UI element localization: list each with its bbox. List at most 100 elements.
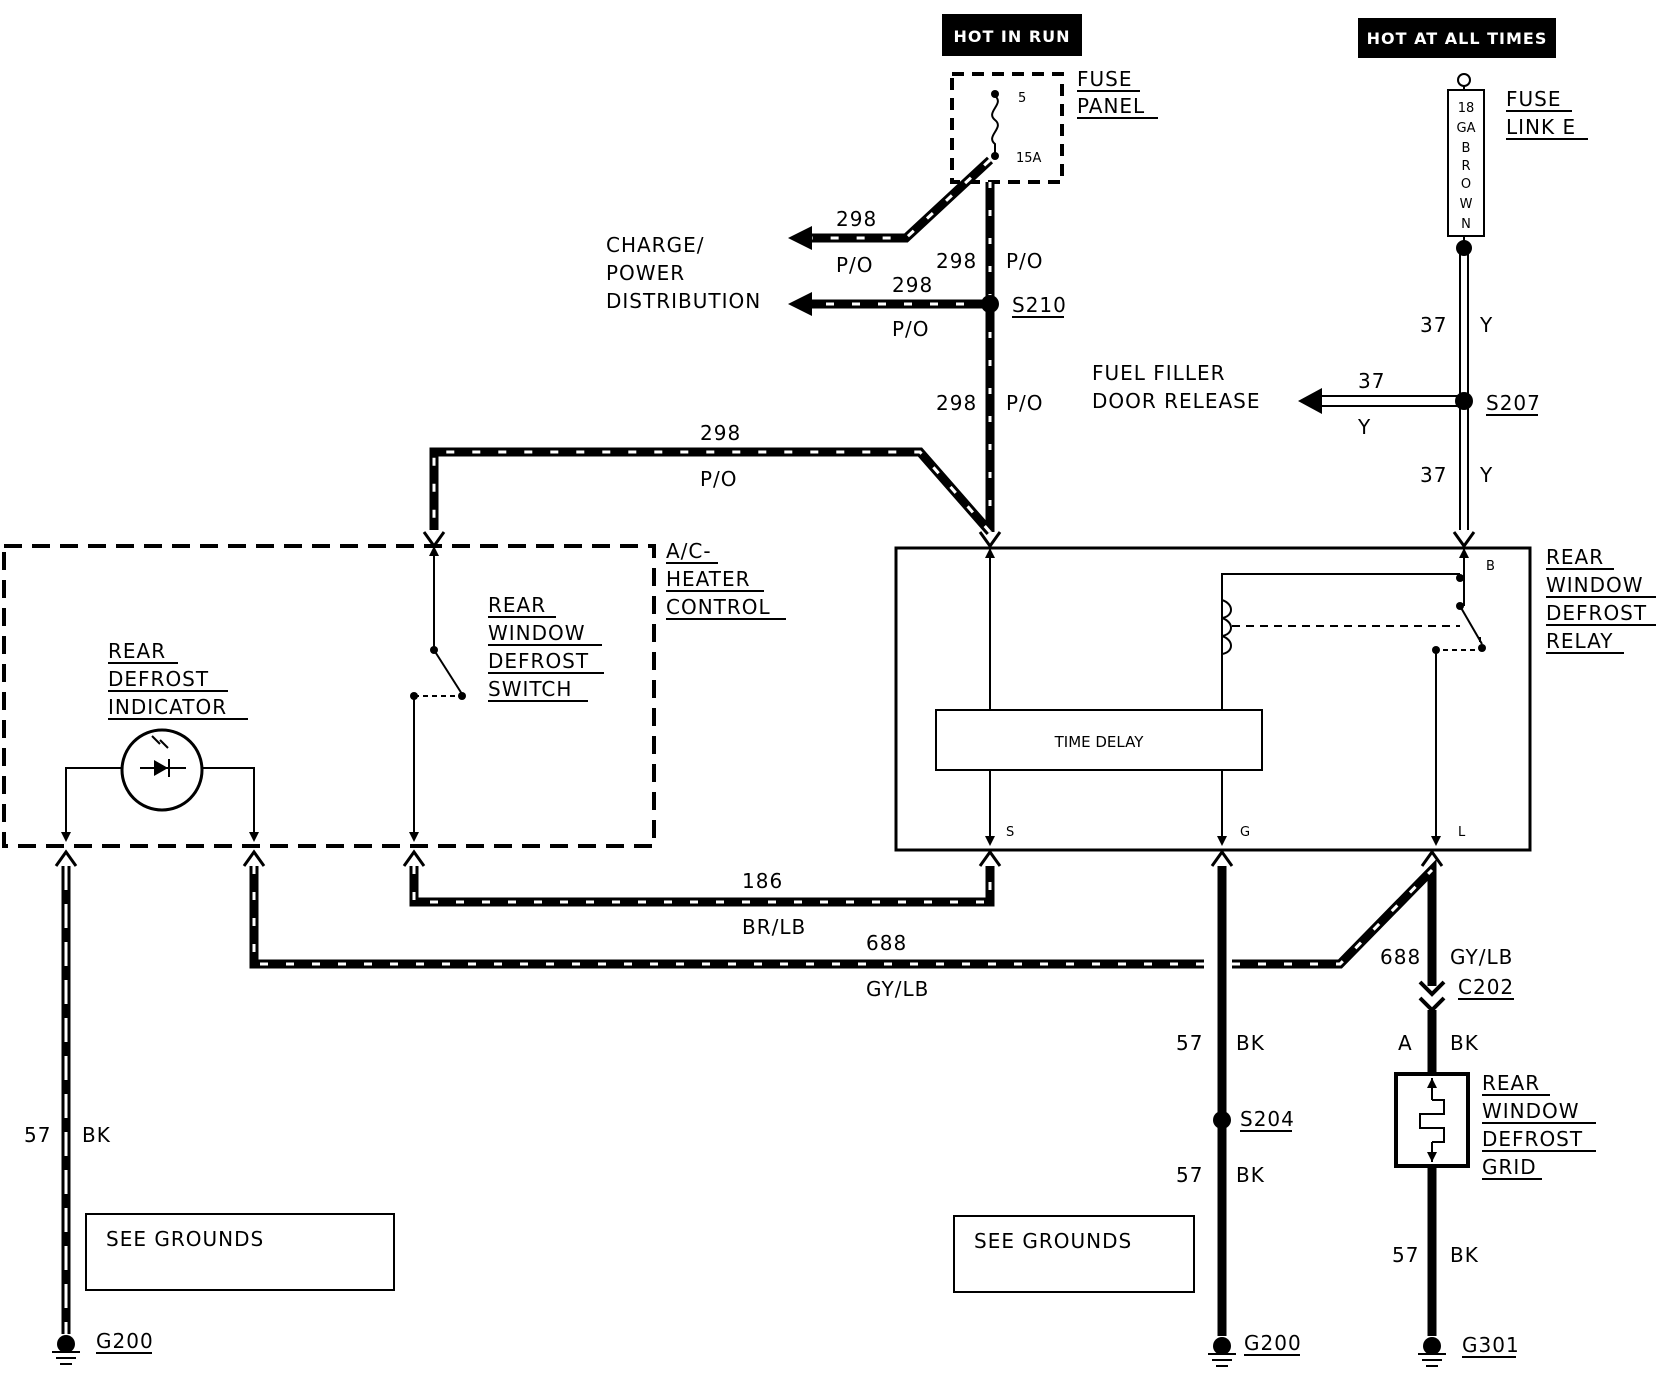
ac-heater-control [2,544,656,848]
led-icon [154,760,168,776]
relay-pin-g: G [1240,825,1250,840]
svg-text:298: 298 [936,391,977,415]
wire-688-gylb [249,858,1437,986]
fuel-filler-label-1: FUEL FILLER [1092,361,1226,385]
svg-text:N: N [1461,217,1471,232]
svg-text:P/O: P/O [892,317,930,341]
fuse-link-terminal [1456,240,1472,256]
ground-g200-left [52,1335,80,1365]
svg-text:57: 57 [24,1123,51,1147]
grid-label-2: WINDOW [1482,1099,1580,1123]
grid-label-1: REAR [1482,1071,1540,1095]
svg-text:W: W [1460,197,1473,212]
fuse-link-label-1: FUSE [1506,87,1561,111]
charge-power-label-2: POWER [606,261,685,285]
splice-s210-dot [981,295,999,313]
rear-window-defrost-grid [1394,1072,1470,1168]
svg-text:Y: Y [1479,313,1493,337]
fuse-panel-label-2: PANEL [1077,94,1145,118]
see-grounds-box-middle: SEE GROUNDS [953,1215,1195,1293]
splice-s207-label: S207 [1486,391,1541,415]
svg-text:298: 298 [700,421,741,445]
svg-text:37: 37 [1420,313,1447,337]
hot-in-run-header: HOT IN RUN [942,14,1082,56]
svg-text:298: 298 [936,249,977,273]
ac-heater-label-3: CONTROL [666,595,771,619]
svg-text:P/O: P/O [836,253,874,277]
svg-text:37: 37 [1358,369,1385,393]
svg-text:P/O: P/O [1006,391,1044,415]
grid-resistor-icon [1419,1099,1445,1143]
connector-c202-label: C202 [1458,975,1514,999]
indicator-label-1: REAR [108,639,166,663]
rear-window-defrost-switch [409,546,466,842]
fuse-symbol [991,95,999,156]
hot-at-all-times-header: HOT AT ALL TIMES [1358,18,1556,58]
grid-pin-a: A [1398,1031,1413,1055]
wire-186-brlb [409,866,995,907]
rear-window-defrost-relay [894,546,1532,852]
svg-text:BK: BK [1450,1031,1479,1055]
fuel-filler-label-2: DOOR RELEASE [1092,389,1260,413]
svg-text:186: 186 [742,869,783,893]
wire-298-po [429,156,995,535]
svg-text:688: 688 [1380,945,1421,969]
svg-text:Y: Y [1357,415,1371,439]
fuse-rating: 15A [1016,151,1042,166]
charge-power-label-1: CHARGE/ [606,233,704,257]
svg-text:BK: BK [1236,1163,1265,1187]
relay-label-2: WINDOW [1546,573,1644,597]
relay-pin-s: S [1006,825,1014,840]
svg-text:57: 57 [1176,1031,1203,1055]
ground-g200-left-label: G200 [96,1329,154,1353]
splice-s204-label: S204 [1240,1107,1295,1131]
charge-power-label-3: DISTRIBUTION [606,289,761,313]
indicator-label-2: DEFROST [108,667,209,691]
relay-coil [1221,599,1232,655]
svg-text:GY/LB: GY/LB [1450,945,1513,969]
svg-text:57: 57 [1392,1243,1419,1267]
ground-g200-middle [1208,1337,1236,1367]
grid-label-3: DEFROST [1482,1127,1583,1151]
indicator-label-3: INDICATOR [108,695,227,719]
relay-label-4: RELAY [1546,629,1613,653]
time-delay-label: TIME DELAY [1054,733,1145,751]
see-grounds-box-left: SEE GROUNDS [85,1213,395,1291]
fuse-link-e: 18 GA B R O W N FUSE LINK E [1447,73,1588,237]
ground-g301-label: G301 [1462,1333,1520,1357]
svg-text:R: R [1461,159,1470,174]
fuel-filler-arrow [1298,388,1322,414]
splice-s207-dot [1455,392,1473,410]
svg-text:P/O: P/O [1006,249,1044,273]
see-grounds-label-left: SEE GROUNDS [106,1227,264,1251]
charge-arrow-lower [788,292,812,316]
connector-tips [54,531,1476,867]
hot-at-all-times-label: HOT AT ALL TIMES [1367,29,1548,48]
svg-text:BK: BK [82,1123,111,1147]
svg-text:BR/LB: BR/LB [742,915,806,939]
relay-label-1: REAR [1546,545,1604,569]
ac-heater-label-1: A/C- [666,539,712,563]
splice-s210-label: S210 [1012,293,1067,317]
svg-text:18: 18 [1458,101,1475,116]
grid-label-4: GRID [1482,1155,1537,1179]
time-delay-box [935,709,1263,771]
svg-text:BK: BK [1236,1031,1265,1055]
switch-label-4: SWITCH [488,677,572,701]
fuse-panel: 5 15A FUSE PANEL [950,67,1158,184]
relay-pin-l: L [1458,825,1466,840]
svg-text:298: 298 [892,273,933,297]
wire-37-y [1320,236,1469,530]
svg-text:57: 57 [1176,1163,1203,1187]
switch-label-3: DEFROST [488,649,589,673]
svg-text:37: 37 [1420,463,1447,487]
splice-s204-dot [1213,1111,1231,1129]
svg-text:GA: GA [1457,121,1476,136]
svg-text:688: 688 [866,931,907,955]
see-grounds-label-middle: SEE GROUNDS [974,1229,1132,1253]
relay-label-3: DEFROST [1546,601,1647,625]
svg-text:GY/LB: GY/LB [866,977,929,1001]
svg-text:BK: BK [1450,1243,1479,1267]
svg-text:298: 298 [836,207,877,231]
